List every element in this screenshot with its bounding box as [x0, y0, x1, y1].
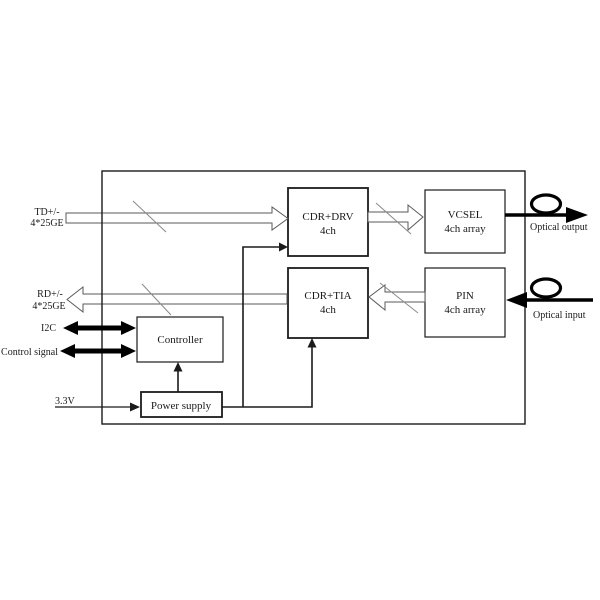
- power-to-drv-arrowhead: [279, 242, 288, 252]
- optical-input-fiber-loop-icon: [529, 277, 563, 299]
- i2c-port-label: I2C: [41, 323, 56, 334]
- cdr-drv-box: [287, 187, 369, 257]
- rd-bus-arrow: [66, 285, 288, 314]
- control-signal-right-arrowhead: [121, 344, 136, 358]
- rd-bus-slash-mark: [141, 283, 172, 316]
- power-to-tia-arrowhead: [307, 338, 317, 348]
- power-supply-label: Power supply: [151, 400, 212, 412]
- control-signal-port-label: Control signal: [1, 347, 58, 358]
- power-supply-box: [140, 391, 223, 418]
- rd-port-label-line1: RD+/-: [37, 289, 63, 300]
- drv-to-vcsel-arrow: [367, 203, 424, 232]
- pin-label-line1: PIN: [456, 290, 474, 302]
- pin-to-tia-arrow: [368, 284, 426, 312]
- i2c-right-arrowhead: [121, 321, 136, 335]
- supply-voltage-label: 3.3V: [55, 396, 76, 407]
- optical-output-fiber-loop-icon: [529, 193, 563, 215]
- vcsel-label-line1: VCSEL: [448, 209, 483, 221]
- power-to-controller-arrowhead: [173, 362, 183, 372]
- drv-to-vcsel-slash-mark: [375, 202, 412, 235]
- cdr-drv-label-line2: 4ch: [320, 225, 336, 237]
- optical-output-arrowhead: [566, 207, 588, 223]
- td-port-label-line2: 4*25GE: [30, 218, 63, 229]
- vcsel-box: [424, 189, 506, 254]
- td-bus-arrow: [65, 206, 289, 231]
- cdr-drv-label-line1: CDR+DRV: [302, 211, 353, 223]
- cdr-tia-label-line1: CDR+TIA: [304, 290, 351, 302]
- supply-voltage-arrowhead: [130, 402, 140, 412]
- power-to-drv-line: [242, 246, 281, 407]
- optical-input-arrowhead: [506, 292, 527, 308]
- cdr-tia-label-line2: 4ch: [320, 304, 336, 316]
- power-to-tia-line: [222, 345, 313, 408]
- controller-label: Controller: [157, 334, 203, 346]
- control-signal-left-arrowhead: [60, 344, 75, 358]
- rd-port-label-line2: 4*25GE: [32, 301, 65, 312]
- vcsel-label-line2: 4ch array: [444, 223, 486, 235]
- controller-box: [136, 316, 224, 363]
- optical-input-label: Optical input: [533, 310, 586, 321]
- pin-label-line2: 4ch array: [444, 304, 486, 316]
- i2c-left-arrowhead: [63, 321, 78, 335]
- optical-output-label: Optical output: [530, 222, 588, 233]
- td-bus-slash-mark: [132, 200, 167, 233]
- pin-box: [424, 267, 506, 338]
- cdr-tia-box: [287, 267, 369, 339]
- td-port-label-line1: TD+/-: [34, 207, 59, 218]
- pin-to-tia-slash-mark: [379, 282, 419, 314]
